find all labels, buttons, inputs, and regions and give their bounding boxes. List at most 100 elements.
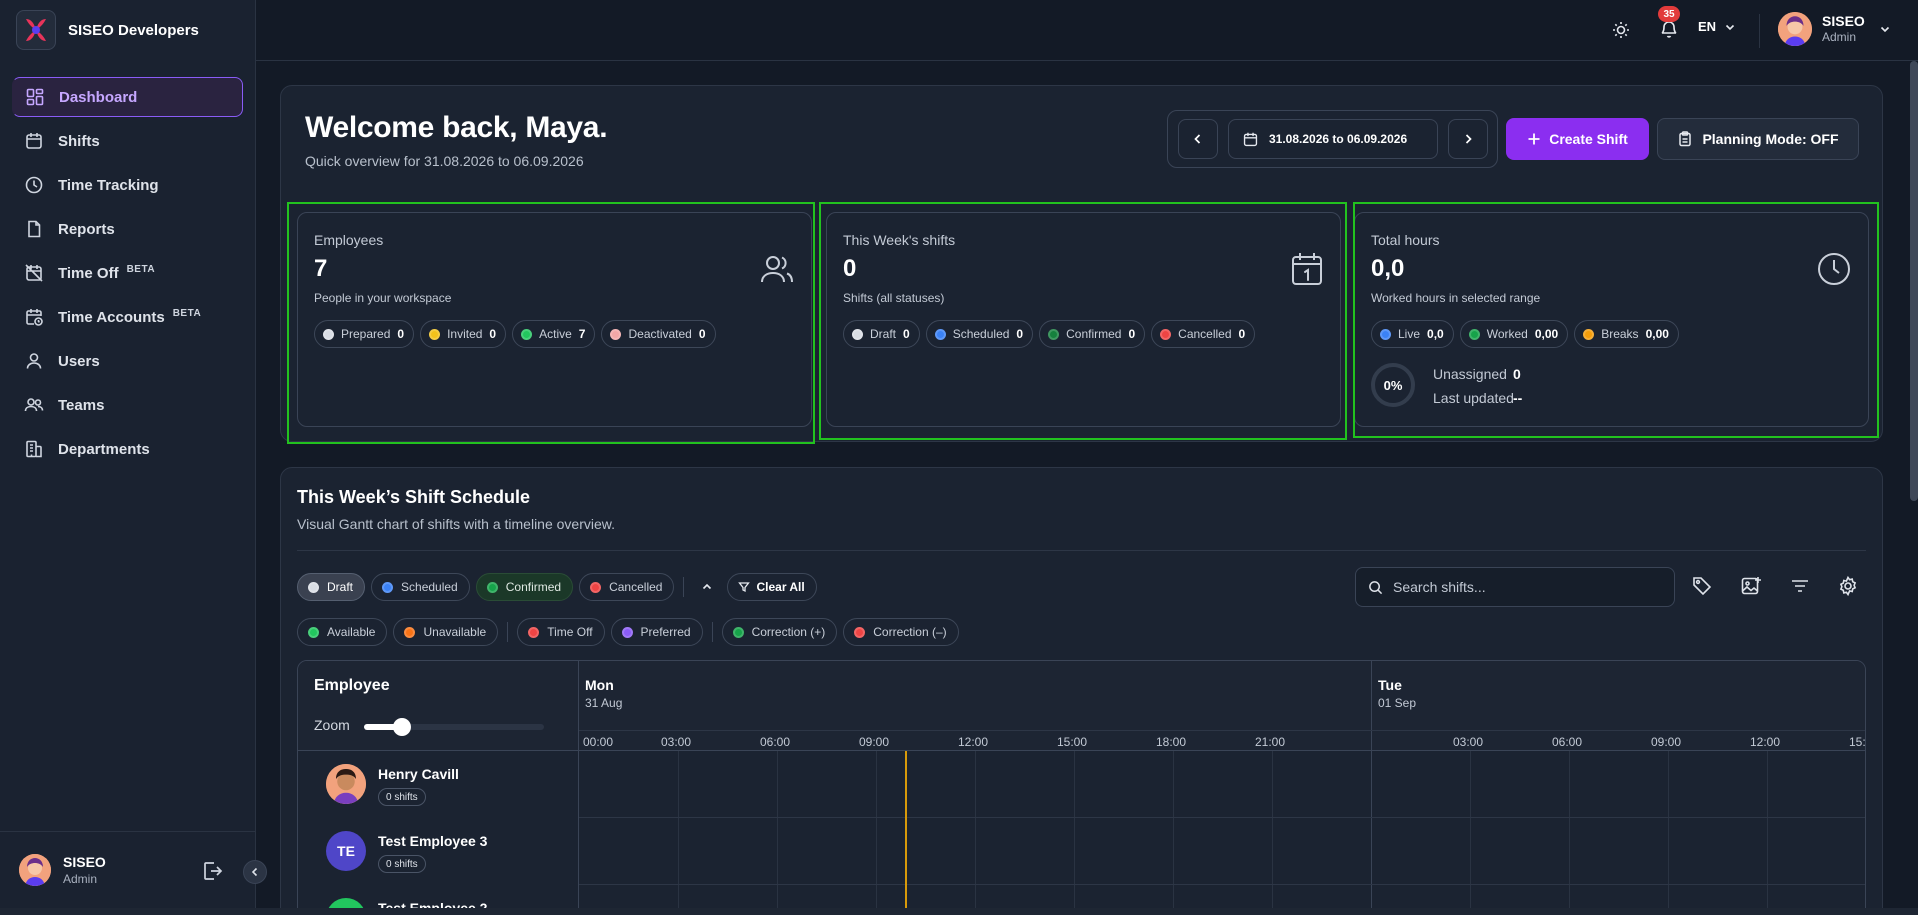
sidebar-item-label: Shifts <box>58 132 100 150</box>
user-role: Admin <box>1822 30 1857 44</box>
page-title: Welcome back, Maya. <box>305 111 608 144</box>
hour-label: 15: <box>1849 735 1866 749</box>
status-dot <box>934 328 946 340</box>
language-selector[interactable]: EN <box>1698 19 1736 34</box>
settings-button[interactable] <box>1837 575 1859 597</box>
sidebar-item-dashboard[interactable]: Dashboard <box>12 77 243 117</box>
gear-icon <box>1837 575 1859 597</box>
sidebar-item-users[interactable]: Users <box>12 341 243 381</box>
sort-button[interactable] <box>1789 575 1811 597</box>
building-icon <box>24 439 44 459</box>
status-chip-deactivated[interactable]: Deactivated 0 <box>601 320 716 348</box>
brand[interactable]: SISEO Developers <box>16 10 199 50</box>
filter-scheduled[interactable]: Scheduled <box>371 573 470 601</box>
zoom-slider[interactable] <box>364 718 544 736</box>
sidebar-item-time-off[interactable]: Time Off BETA <box>12 253 243 293</box>
date-range-label: 31.08.2026 to 06.09.2026 <box>1269 132 1408 146</box>
sidebar-item-label: Reports <box>58 220 115 238</box>
zoom-label: Zoom <box>314 717 350 733</box>
date-range-button[interactable]: 31.08.2026 to 06.09.2026 <box>1228 119 1438 159</box>
grid-line <box>1569 751 1570 915</box>
chip-count: 0 <box>698 327 706 341</box>
filter-correction-plus[interactable]: Correction (+) <box>721 618 838 646</box>
day-divider <box>1371 751 1372 915</box>
sidebar-item-time-tracking[interactable]: Time Tracking <box>12 165 243 205</box>
status-dot <box>621 626 633 638</box>
filter-confirmed[interactable]: Confirmed <box>475 573 574 601</box>
tag-button[interactable] <box>1691 575 1713 597</box>
sidebar-user[interactable]: SISEO Admin <box>19 854 106 886</box>
current-time-indicator <box>905 751 907 915</box>
filter-label: Confirmed <box>505 580 562 594</box>
timeline-grid <box>579 751 1865 915</box>
hour-label: 15:00 <box>1057 735 1088 749</box>
sidebar-item-time-accounts[interactable]: Time Accounts BETA <box>12 297 243 337</box>
unassigned-label: Unassigned <box>1433 366 1507 382</box>
search-input[interactable] <box>1393 579 1653 595</box>
planning-mode-label: Planning Mode: OFF <box>1702 131 1839 147</box>
user-menu[interactable]: SISEO Admin <box>1778 12 1891 46</box>
card-description: Worked hours in selected range <box>1371 291 1541 305</box>
sidebar-item-teams[interactable]: Teams <box>12 385 243 425</box>
employee-name: Test Employee 3 <box>378 833 488 849</box>
calendar-off-icon <box>24 263 44 283</box>
card-label: Total hours <box>1371 232 1440 248</box>
status-dot <box>1468 328 1480 340</box>
chip-label: Deactivated <box>628 327 692 341</box>
sidebar-collapse-button[interactable] <box>243 860 267 884</box>
image-export-button[interactable] <box>1740 575 1762 597</box>
filter-label: Cancelled <box>609 580 663 594</box>
planning-mode-button[interactable]: Planning Mode: OFF <box>1657 118 1859 160</box>
hour-label: 12:00 <box>1750 735 1781 749</box>
next-week-button[interactable] <box>1448 119 1488 159</box>
avatar <box>19 854 51 886</box>
filter-preferred[interactable]: Preferred <box>610 618 703 646</box>
previous-week-button[interactable] <box>1178 119 1218 159</box>
clear-all-button[interactable]: Clear All <box>727 573 817 601</box>
status-dot <box>486 581 498 593</box>
create-shift-button[interactable]: Create Shift <box>1506 118 1649 160</box>
sidebar-item-label: Time Off <box>58 264 119 282</box>
status-dot <box>429 328 441 340</box>
grid-line <box>1767 751 1768 915</box>
filter-unavailable[interactable]: Unavailable <box>393 618 499 646</box>
notifications-button[interactable] <box>1658 18 1680 40</box>
filter-time-off[interactable]: Time Off <box>517 618 605 646</box>
filter-cancelled[interactable]: Cancelled <box>579 573 675 601</box>
table-row[interactable]: TE Test Employee 3 0 shifts <box>298 818 1865 885</box>
collapse-filters-button[interactable] <box>693 573 721 601</box>
table-row[interactable]: Henry Cavill 0 shifts <box>298 751 1865 818</box>
filter-available[interactable]: Available <box>297 618 388 646</box>
topbar: 35 EN SISEO Admin <box>256 0 1918 61</box>
day-date: 01 Sep <box>1378 696 1417 710</box>
hour-label: 21:00 <box>1255 735 1286 749</box>
welcome-panel: Welcome back, Maya. Quick overview for 3… <box>280 85 1883 444</box>
zoom-slider-thumb[interactable] <box>392 718 411 736</box>
theme-toggle-button[interactable] <box>1610 19 1632 41</box>
grid-line <box>1074 751 1075 915</box>
filter-correction-minus[interactable]: Correction (–) <box>843 618 959 646</box>
chip-count: 0,00 <box>1534 327 1559 341</box>
sidebar-item-reports[interactable]: Reports <box>12 209 243 249</box>
chip-label: Invited <box>447 327 483 341</box>
sidebar-item-departments[interactable]: Departments <box>12 429 243 469</box>
sidebar-item-shifts[interactable]: Shifts <box>12 121 243 161</box>
status-dot <box>308 626 319 638</box>
hour-label: 18:00 <box>1156 735 1187 749</box>
grid-line <box>777 751 778 915</box>
chip-label: Confirmed <box>1066 327 1122 341</box>
filter-draft[interactable]: Draft <box>297 573 366 601</box>
page-scrollbar[interactable] <box>1910 61 1918 501</box>
logout-button[interactable] <box>200 859 224 883</box>
